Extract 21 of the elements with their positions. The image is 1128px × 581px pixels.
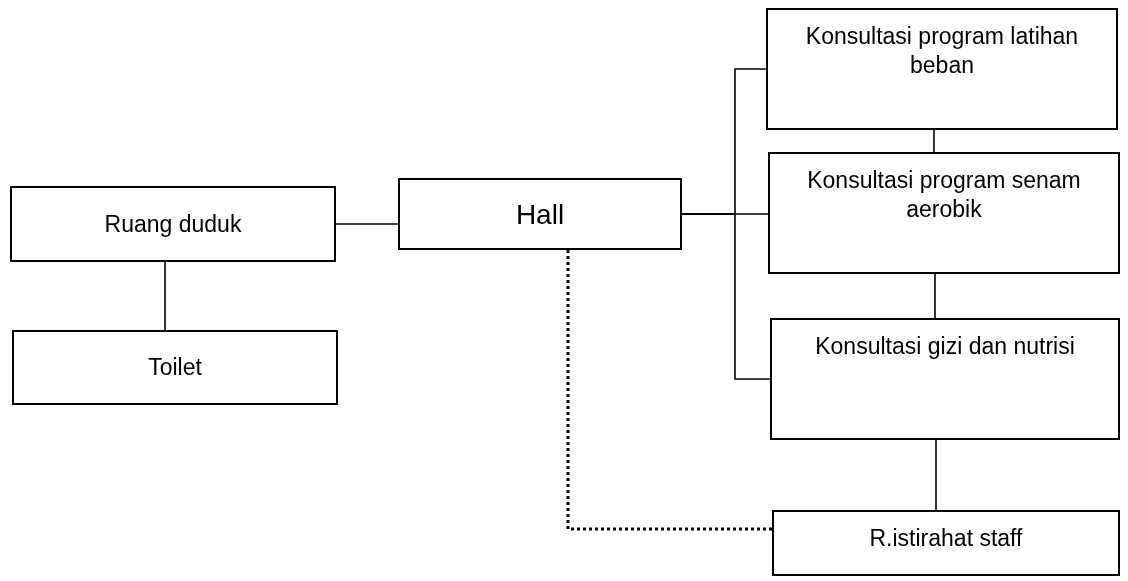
room-label: Konsultasi program senam aerobik — [806, 166, 1082, 224]
room-box — [772, 510, 1120, 576]
connector-line — [335, 223, 399, 225]
room-label: Konsultasi gizi dan nutrisi — [815, 332, 1075, 361]
room-box — [770, 318, 1120, 440]
connector-line — [933, 129, 935, 153]
room-label: Toilet — [148, 353, 202, 382]
room-box — [12, 330, 338, 405]
connector-line — [681, 213, 771, 380]
room-label: R.istirahat staff — [869, 524, 1023, 553]
room-box — [768, 152, 1120, 274]
room-label: Ruang duduk — [104, 209, 242, 239]
connector-line — [935, 439, 937, 511]
room-box — [10, 186, 336, 262]
room-box — [398, 178, 682, 250]
room-box — [766, 8, 1118, 130]
room-label: Hall — [515, 197, 565, 232]
connector-line — [164, 261, 166, 331]
room-label: Konsultasi program latihan beban — [804, 22, 1080, 80]
dotted-connector — [566, 250, 772, 531]
connector-line — [934, 273, 936, 319]
